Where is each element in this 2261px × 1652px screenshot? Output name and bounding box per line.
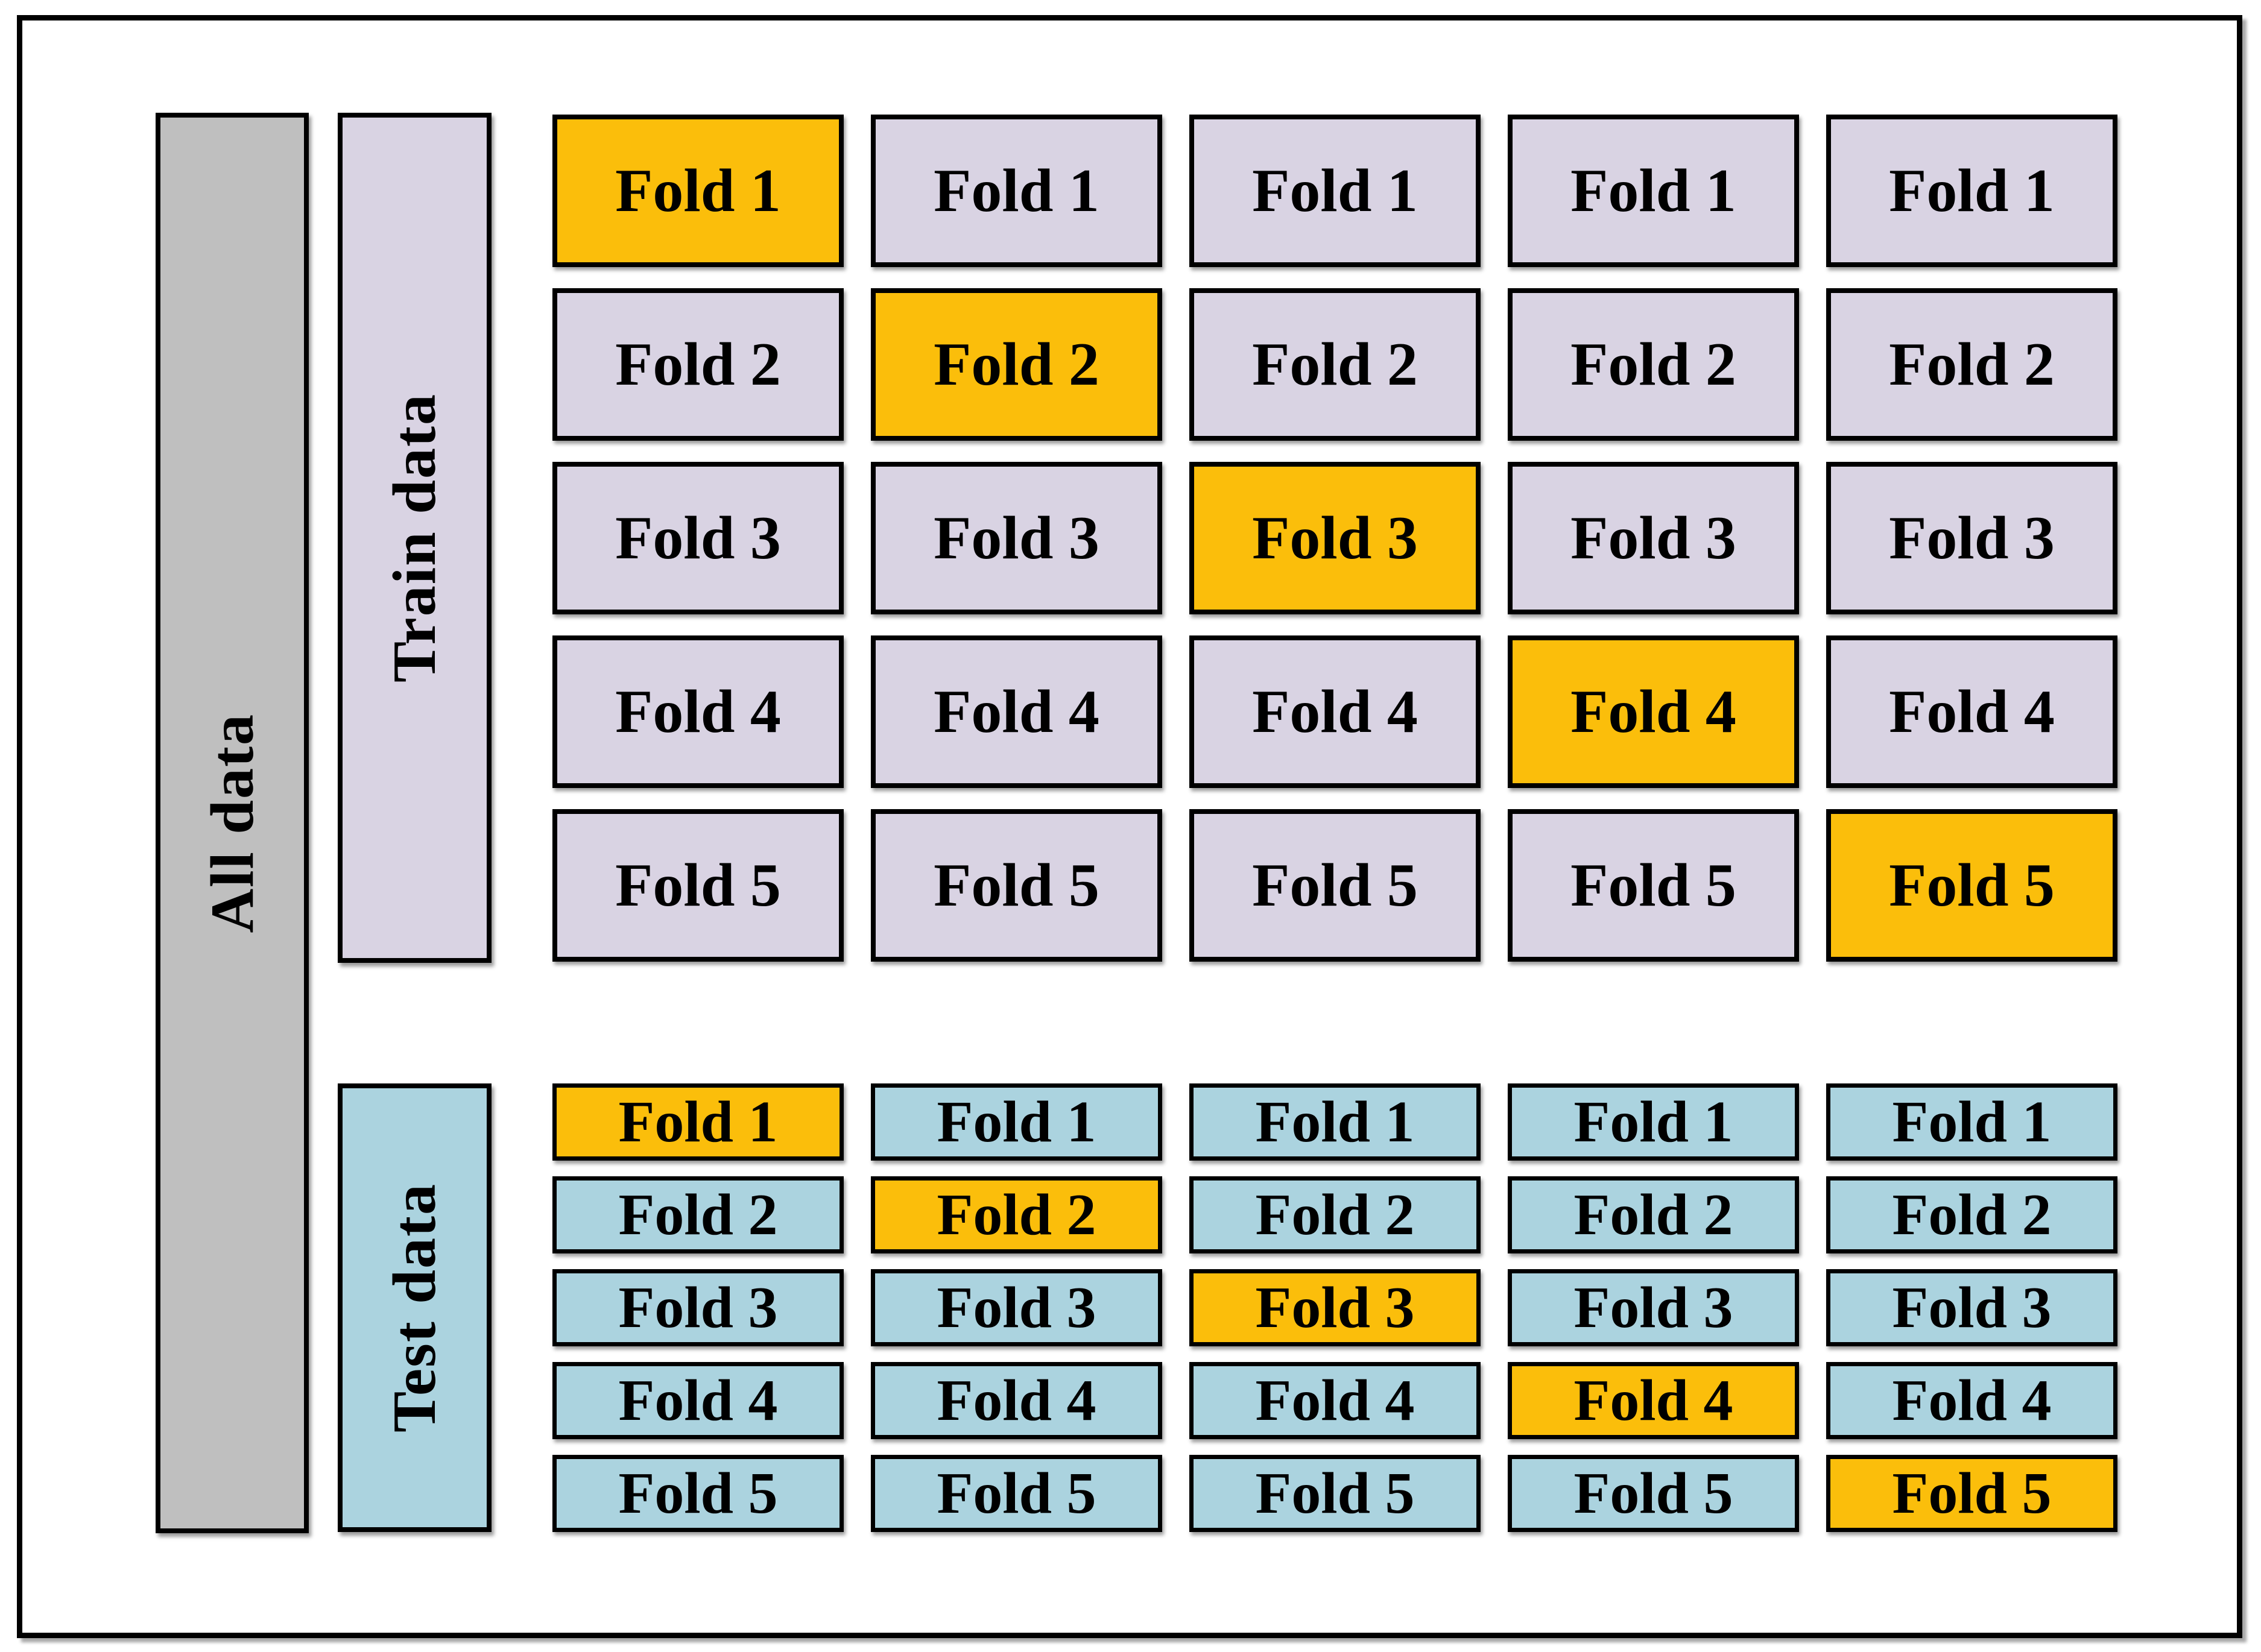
test-cell-r2c3: Fold 2 bbox=[1189, 1176, 1481, 1253]
train-cell-r4c3: Fold 4 bbox=[1189, 635, 1481, 788]
test-cell-r5c3: Fold 5 bbox=[1189, 1455, 1481, 1532]
train-cell-r1c3: Fold 1 bbox=[1189, 115, 1481, 267]
test-cell-r4c3: Fold 4 bbox=[1189, 1362, 1481, 1439]
train-cell-r3c3: Fold 3 bbox=[1189, 462, 1481, 614]
train-cell-r5c2: Fold 5 bbox=[871, 809, 1162, 962]
test-cell-r1c1: Fold 1 bbox=[552, 1083, 844, 1161]
test-cell-r5c1: Fold 5 bbox=[552, 1455, 844, 1532]
test-cell-r3c3: Fold 3 bbox=[1189, 1269, 1481, 1346]
test-cell-r4c1: Fold 4 bbox=[552, 1362, 844, 1439]
test-cell-r2c5: Fold 2 bbox=[1826, 1176, 2117, 1253]
train-data-bar: Train data bbox=[338, 113, 492, 963]
train-cell-r5c4: Fold 5 bbox=[1508, 809, 1799, 962]
train-cell-r5c3: Fold 5 bbox=[1189, 809, 1481, 962]
test-cell-r3c2: Fold 3 bbox=[871, 1269, 1162, 1346]
test-cell-r2c2: Fold 2 bbox=[871, 1176, 1162, 1253]
test-cell-r5c4: Fold 5 bbox=[1508, 1455, 1799, 1532]
test-cell-r1c5: Fold 1 bbox=[1826, 1083, 2117, 1161]
train-cell-r4c2: Fold 4 bbox=[871, 635, 1162, 788]
test-data-bar: Test data bbox=[338, 1083, 492, 1532]
test-cell-r4c5: Fold 4 bbox=[1826, 1362, 2117, 1439]
train-cell-r1c2: Fold 1 bbox=[871, 115, 1162, 267]
train-cell-r3c2: Fold 3 bbox=[871, 462, 1162, 614]
test-cell-r2c1: Fold 2 bbox=[552, 1176, 844, 1253]
test-cell-r1c2: Fold 1 bbox=[871, 1083, 1162, 1161]
test-cell-r3c1: Fold 3 bbox=[552, 1269, 844, 1346]
test-cell-r5c2: Fold 5 bbox=[871, 1455, 1162, 1532]
train-cell-r1c4: Fold 1 bbox=[1508, 115, 1799, 267]
test-cell-r5c5: Fold 5 bbox=[1826, 1455, 2117, 1532]
all-data-bar: All data bbox=[156, 113, 309, 1533]
test-data-label: Test data bbox=[381, 1183, 449, 1433]
train-cell-r2c4: Fold 2 bbox=[1508, 288, 1799, 441]
train-cell-r2c1: Fold 2 bbox=[552, 288, 844, 441]
train-cell-r3c4: Fold 3 bbox=[1508, 462, 1799, 614]
test-cell-r2c4: Fold 2 bbox=[1508, 1176, 1799, 1253]
train-cell-r4c1: Fold 4 bbox=[552, 635, 844, 788]
test-cell-r4c2: Fold 4 bbox=[871, 1362, 1162, 1439]
test-cell-r1c4: Fold 1 bbox=[1508, 1083, 1799, 1161]
train-cell-r1c1: Fold 1 bbox=[552, 115, 844, 267]
all-data-label: All data bbox=[198, 713, 267, 933]
train-data-label: Train data bbox=[381, 393, 449, 683]
outer-frame bbox=[17, 15, 2242, 1638]
train-cell-r5c5: Fold 5 bbox=[1826, 809, 2117, 962]
test-cell-r3c4: Fold 3 bbox=[1508, 1269, 1799, 1346]
train-cell-r2c3: Fold 2 bbox=[1189, 288, 1481, 441]
train-cell-r3c1: Fold 3 bbox=[552, 462, 844, 614]
train-cell-r4c4: Fold 4 bbox=[1508, 635, 1799, 788]
test-cell-r1c3: Fold 1 bbox=[1189, 1083, 1481, 1161]
train-cell-r2c2: Fold 2 bbox=[871, 288, 1162, 441]
train-cell-r3c5: Fold 3 bbox=[1826, 462, 2117, 614]
train-cell-r1c5: Fold 1 bbox=[1826, 115, 2117, 267]
train-cell-r5c1: Fold 5 bbox=[552, 809, 844, 962]
train-cell-r4c5: Fold 4 bbox=[1826, 635, 2117, 788]
test-cell-r3c5: Fold 3 bbox=[1826, 1269, 2117, 1346]
test-cell-r4c4: Fold 4 bbox=[1508, 1362, 1799, 1439]
train-cell-r2c5: Fold 2 bbox=[1826, 288, 2117, 441]
test-fold-grid: Fold 1 Fold 1 Fold 1 Fold 1 Fold 1 Fold 2 Fold… bbox=[552, 1083, 2117, 1532]
